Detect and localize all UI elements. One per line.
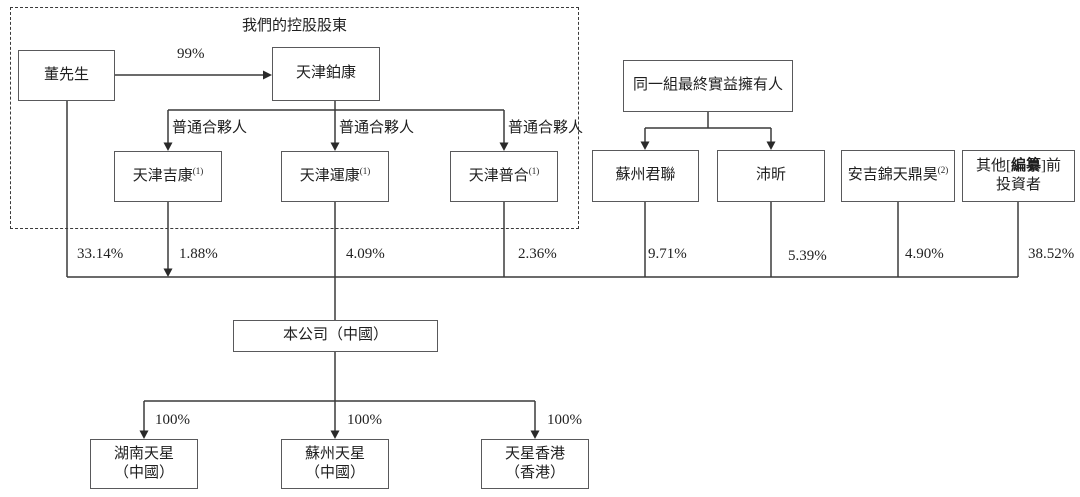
node-anji-text: 安吉錦天鼎昊 [847,167,938,184]
node-tianxing-hongkong-name: 天星香港 [504,445,565,462]
node-anji-label: 安吉錦天鼎昊(2) [848,166,949,186]
node-tianxing-hongkong-region: （香港） [504,465,565,481]
node-hunan-tianxing-name: 湖南天星 [113,445,174,462]
node-tianjin-bokang-label: 天津鉑康 [295,65,356,82]
label-pct-mr-dong: 33.14% [77,246,124,262]
node-tianjin-jikang: 天津吉康(1) [114,151,222,202]
label-pct-tianxing-hongkong: 100% [547,412,582,428]
node-mr-dong: 董先生 [18,50,115,101]
controlling-shareholders-group-outline [10,7,579,229]
node-ubo-group: 同一組最終實益擁有人 [623,60,793,112]
node-tianjin-yunkang: 天津運康(1) [281,151,389,202]
arrowhead-gp-to-yunkang [330,142,340,151]
label-pct-suzhou-junlian: 9.71% [648,246,687,262]
arrowhead-gp-to-puhe [499,142,509,151]
node-peixin: 沛昕 [717,150,825,202]
other-line1-prefix: 其他[ [975,157,1011,174]
node-other-pre-investors: 其他[編纂]前 投資者 [962,150,1075,202]
node-tianjin-yunkang-label: 天津運康(1) [299,165,371,187]
label-pct-anji: 4.90% [905,246,944,262]
node-anji-jintian-dinghao: 安吉錦天鼎昊(2) [841,150,955,202]
node-mr-dong-label: 董先生 [43,66,89,83]
node-anji-footnote: (2) [937,165,949,176]
node-tianjin-puhe-text: 天津普合 [468,167,529,184]
node-other-pre-investors-line1: 其他[編纂]前 [976,157,1061,177]
arrowhead-to-tianxing-hk [530,430,540,439]
node-tianjin-yunkang-text: 天津運康 [299,167,360,184]
label-pct-tianjin-jikang: 1.88% [179,246,218,262]
node-tianjin-bokang: 天津鉑康 [272,47,380,101]
label-pct-peixin: 5.39% [788,248,827,264]
label-pct-other-investors: 38.52% [1028,246,1075,262]
node-company: 本公司（中國） [233,320,438,352]
label-general-partner-jikang: 普通合夥人 [172,120,248,136]
label-pct-dong-to-bokang: 99% [177,46,205,62]
arrowhead-gp-to-jikang [163,142,173,151]
node-peixin-label: 沛昕 [755,167,786,184]
label-pct-tianjin-yunkang: 4.09% [346,246,385,262]
label-general-partner-puhe: 普通合夥人 [508,120,584,136]
arrowhead-to-suzhou-tianxing [330,430,340,439]
controlling-shareholders-group-title: 我們的控股股東 [241,18,347,34]
node-hunan-tianxing-region: （中國） [113,465,174,481]
node-suzhou-tianxing: 蘇州天星 （中國） [281,439,389,489]
label-general-partner-yunkang: 普通合夥人 [339,120,415,136]
node-suzhou-tianxing-region: （中國） [304,465,365,481]
node-ubo-group-label: 同一組最終實益擁有人 [632,77,783,94]
node-tianjin-puhe: 天津普合(1) [450,151,558,202]
label-pct-tianjin-puhe: 2.36% [518,246,557,262]
node-tianjin-puhe-footnote: (1) [528,165,540,176]
arrowhead-jikang-to-bus [163,268,173,277]
node-tianjin-jikang-label: 天津吉康(1) [132,165,204,187]
arrowhead-dong-to-bokang [263,70,272,80]
node-tianxing-hongkong: 天星香港 （香港） [481,439,589,489]
node-other-pre-investors-line2: 投資者 [995,177,1041,193]
node-tianjin-puhe-label: 天津普合(1) [468,165,540,187]
node-hunan-tianxing: 湖南天星 （中國） [90,439,198,489]
node-suzhou-junlian-label: 蘇州君聯 [615,167,676,184]
other-line1-redacted: 編纂 [1010,157,1041,174]
node-tianjin-yunkang-footnote: (1) [359,165,371,176]
node-suzhou-junlian: 蘇州君聯 [592,150,699,202]
node-tianjin-jikang-footnote: (1) [192,165,204,176]
arrowhead-ubo-to-peixin [766,141,776,150]
node-company-label: 本公司（中國） [282,327,388,344]
other-line1-suffix: ]前 [1041,157,1061,174]
label-pct-hunan-tianxing: 100% [155,412,190,428]
arrowhead-to-hunan [139,430,149,439]
arrowhead-ubo-to-junlian [640,141,650,150]
node-tianjin-jikang-text: 天津吉康 [132,167,193,184]
node-suzhou-tianxing-name: 蘇州天星 [304,445,365,462]
label-pct-suzhou-tianxing: 100% [347,412,382,428]
